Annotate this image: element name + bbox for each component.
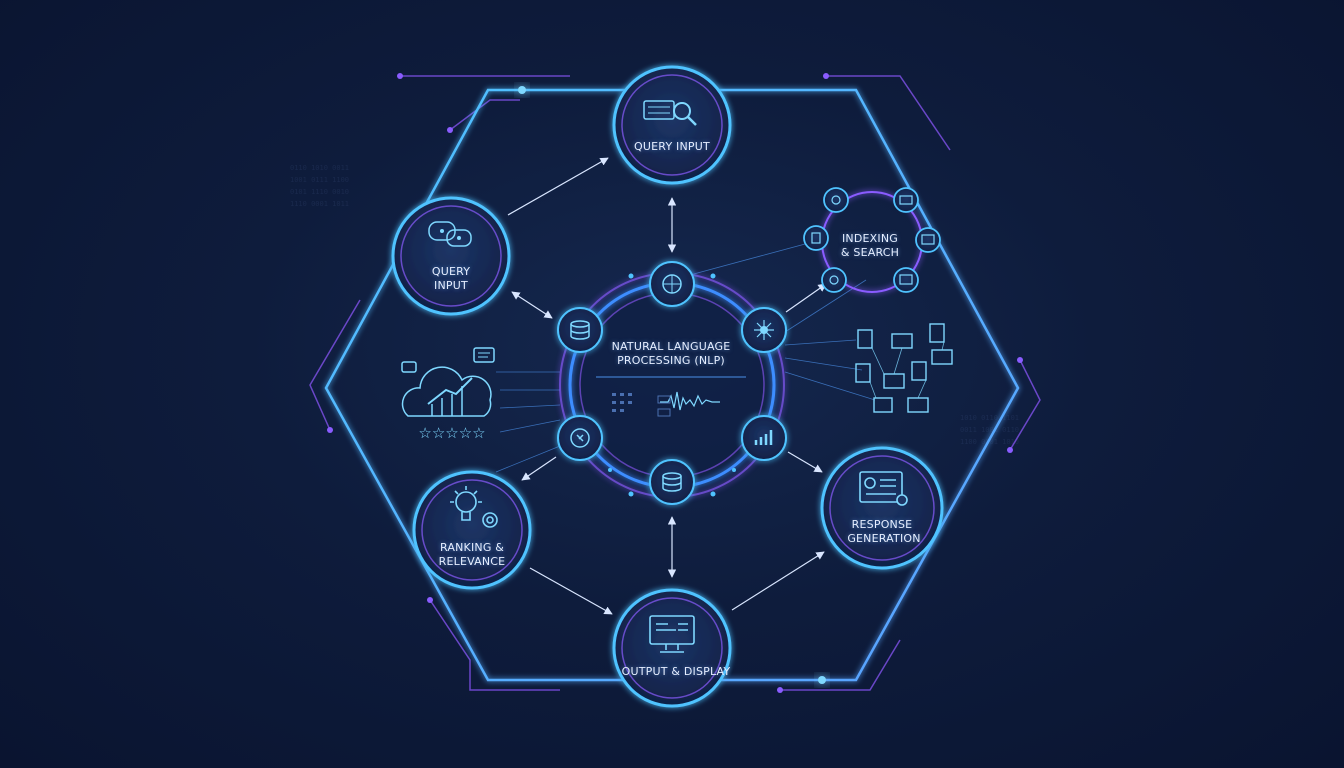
ranking-relevance-node bbox=[412, 470, 532, 590]
database-icon bbox=[557, 307, 603, 353]
arrow-core-to-response bbox=[787, 451, 823, 473]
matrix-dots-icon bbox=[612, 393, 671, 417]
query-input-top-node bbox=[612, 65, 732, 185]
network-spark-icon bbox=[741, 307, 787, 353]
ranking-relevance-label-line2: RELEVANCE bbox=[438, 555, 506, 568]
response-generation-label-line1: RESPONSE bbox=[851, 518, 913, 531]
data-lines bbox=[495, 239, 876, 473]
bar-chart-icon bbox=[741, 415, 787, 461]
arrow-left-to-top bbox=[507, 157, 609, 216]
circuit-nodes bbox=[327, 73, 1023, 693]
keyboard-search-icon bbox=[643, 100, 697, 126]
svg-text:1001 0111 1100: 1001 0111 1100 bbox=[290, 176, 349, 184]
chat-bubbles-icon bbox=[428, 221, 472, 247]
svg-text:1010 0110 1101: 1010 0110 1101 bbox=[960, 414, 1019, 422]
arrow-output-to-response bbox=[731, 551, 825, 611]
output-display-node bbox=[612, 588, 732, 708]
core-satellites bbox=[557, 261, 787, 505]
index-ring-icon bbox=[803, 187, 941, 293]
query-input-left-label-line2: INPUT bbox=[434, 279, 468, 292]
query-input-left-label-line1: QUERY bbox=[431, 265, 471, 278]
svg-text:0011 1001 0110: 0011 1001 0110 bbox=[960, 426, 1019, 434]
hex-node-bottom bbox=[818, 676, 826, 684]
response-generation-node bbox=[820, 446, 944, 570]
nlp-core-label-line1: NATURAL LANGUAGE bbox=[611, 340, 731, 353]
lightbulb-gear-icon bbox=[450, 486, 498, 528]
response-generation-label-line2: GENERATION bbox=[847, 532, 921, 545]
outer-hexagon bbox=[324, 88, 1020, 682]
ranking-relevance-label-line1: RANKING & bbox=[439, 541, 505, 554]
chat-tool-icon bbox=[557, 415, 603, 461]
background-data-texture: 0110 1010 0011 1001 0111 1100 0101 1110 … bbox=[290, 164, 1019, 446]
indexing-search-label-line1: INDEXING bbox=[841, 232, 899, 245]
svg-text:0101 1110 0010: 0101 1110 0010 bbox=[290, 188, 349, 196]
nlp-core-label-line2: PROCESSING (NLP) bbox=[617, 354, 725, 367]
brain-icon bbox=[649, 261, 695, 307]
rating-stars: ☆☆☆☆☆ bbox=[418, 424, 485, 442]
svg-text:1110 0001 1011: 1110 0001 1011 bbox=[290, 200, 349, 208]
indexing-search-node bbox=[803, 187, 941, 293]
flow-arrows bbox=[507, 157, 827, 615]
svg-text:0110 1010 0011: 0110 1010 0011 bbox=[290, 164, 349, 172]
circuit-traces bbox=[309, 75, 1041, 691]
query-input-top-label: QUERY INPUT bbox=[634, 140, 710, 153]
document-card-icon bbox=[859, 471, 908, 506]
cloud-chart-icon bbox=[401, 347, 495, 417]
arrow-left-to-core bbox=[511, 291, 553, 319]
hex-node-top bbox=[518, 86, 526, 94]
indexing-search-label-line2: & SEARCH bbox=[840, 246, 900, 259]
monitor-icon bbox=[649, 615, 695, 653]
query-input-left-node bbox=[391, 196, 511, 316]
output-display-label: OUTPUT & DISPLAY bbox=[621, 665, 731, 678]
waveform-icon bbox=[660, 391, 720, 411]
arrow-core-to-ranking bbox=[521, 456, 557, 481]
svg-text:1100 0101 1010: 1100 0101 1010 bbox=[960, 438, 1019, 446]
arrow-ranking-to-output bbox=[529, 567, 613, 615]
database-icon bbox=[649, 459, 695, 505]
arrow-core-to-indexing bbox=[785, 283, 827, 313]
document-network-icon bbox=[855, 323, 953, 413]
